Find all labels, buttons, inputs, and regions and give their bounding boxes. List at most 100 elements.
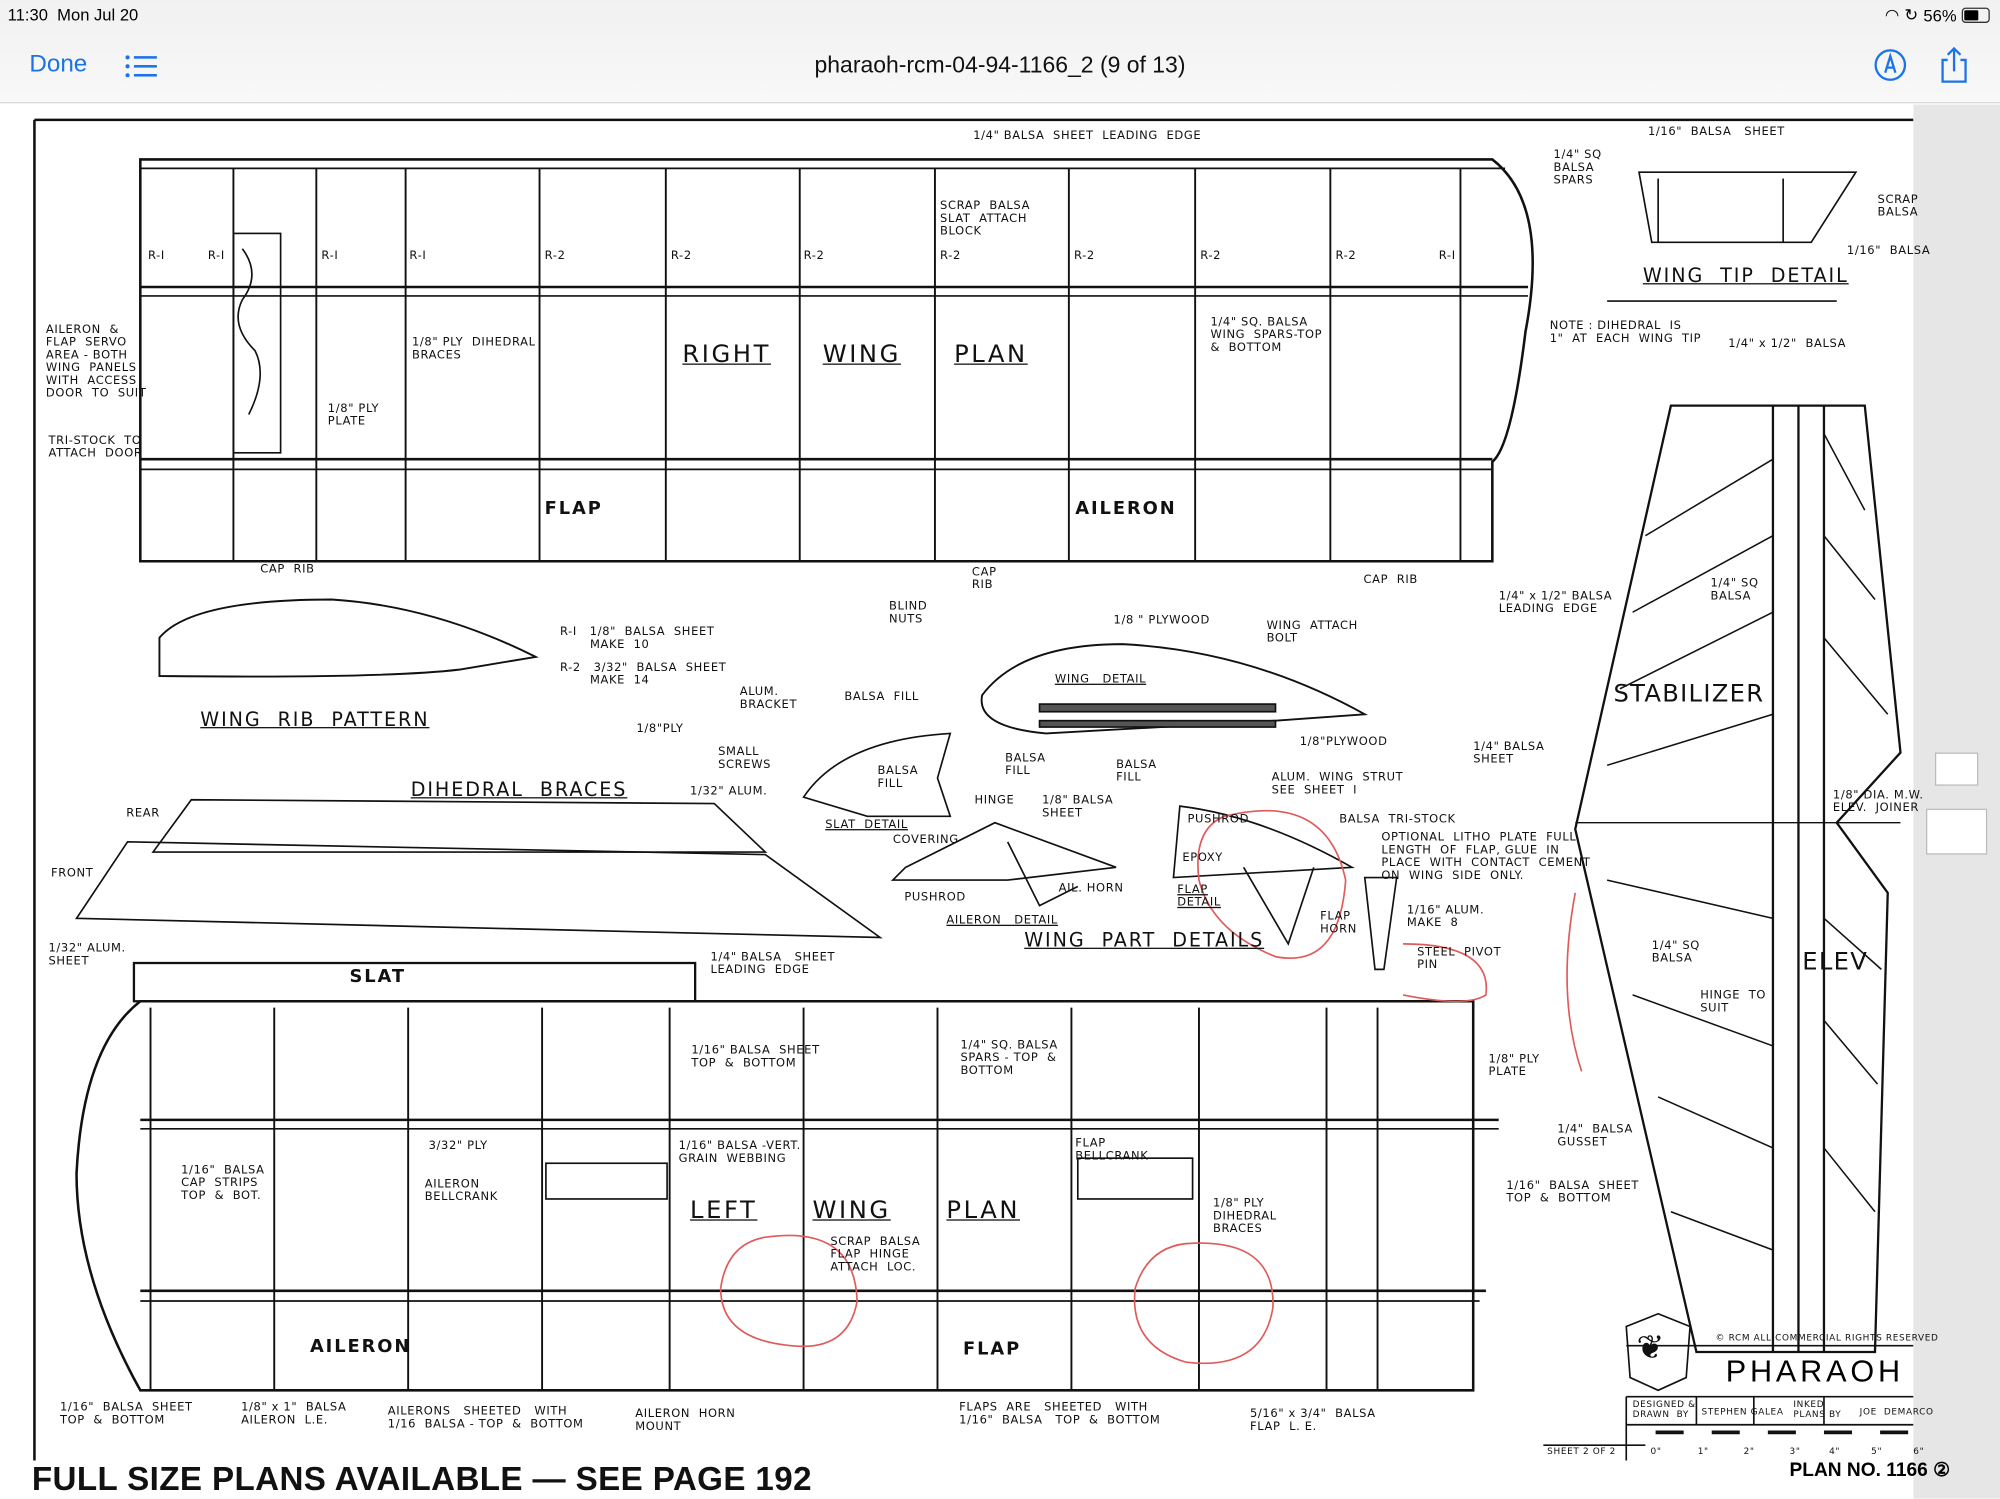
label: CAP RIB <box>971 566 997 592</box>
label: 5/16" x 3/4" BALSA FLAP L. E. <box>1249 1408 1376 1434</box>
label: AILERON DETAIL <box>946 914 1058 928</box>
heading-dihedral-braces: DIHEDRAL BRACES <box>410 778 628 802</box>
copyright-notice: © RCM ALL COMMERCIAL RIGHTS RESERVED <box>1715 1332 1939 1344</box>
label: 1/16" BALSA SHEET TOP & BOTTOM <box>1506 1179 1640 1206</box>
label: 1/32" ALUM. SHEET <box>48 942 126 969</box>
heading-wing-rib-pattern: WING RIB PATTERN <box>200 707 430 731</box>
label: 1/8 " PLYWOOD <box>1113 614 1210 628</box>
label: 1/4" BALSA GUSSET <box>1557 1123 1633 1150</box>
heading-wing-part-details: WING PART DETAILS <box>1024 928 1265 952</box>
label: 1/16" BALSA -VERT. GRAIN WEBBING <box>678 1140 801 1166</box>
label: BLIND NUTS <box>889 600 928 627</box>
label: 1/4" x 1/2" BALSA <box>1728 338 1847 351</box>
label: BALSA FILL <box>844 691 919 705</box>
rib-label: R-2 <box>670 249 692 263</box>
label: SCRAP BALSA SLAT ATTACH BLOCK <box>940 200 1031 239</box>
plans-available-banner: FULL SIZE PLANS AVAILABLE — SEE PAGE 192 <box>31 1459 812 1498</box>
wing-detail <box>980 643 1369 735</box>
label: 1/16" BALSA CAP STRIPS TOP & BOT. <box>181 1164 265 1203</box>
label: TRI-STOCK TO ATTACH DOOR <box>48 434 143 461</box>
label: OPTIONAL LITHO PLATE FULL LENGTH OF FLAP… <box>1381 831 1591 883</box>
label: FLAP HORN <box>1320 910 1357 937</box>
left-wing-plan <box>75 961 1499 1392</box>
label: 1/4" x 1/2" BALSA LEADING EDGE <box>1498 590 1613 617</box>
list-icon[interactable] <box>125 54 158 80</box>
orientation-lock-icon: ↻ <box>1904 5 1919 25</box>
label: 1/4" BALSA SHEET <box>1473 741 1545 767</box>
markup-pen-icon[interactable] <box>1874 48 1907 81</box>
status-date: Mon Jul 20 <box>57 5 139 25</box>
label: SMALL SCREWS <box>718 746 772 772</box>
pdf-page: R-I R-I R-I R-I R-2 R-2 R-2 R-2 R-2 R-2 … <box>0 104 1938 1499</box>
document-title: pharaoh-rcm-04-94-1166_2 (9 of 13) <box>814 52 1186 78</box>
scale-tick: 1" <box>1697 1446 1709 1457</box>
label: FRONT <box>51 867 94 881</box>
inked-label: INKED PLANS BY <box>1793 1399 1842 1420</box>
aileron-detail <box>890 821 1117 881</box>
rib-label: R-I <box>147 249 165 263</box>
label: BALSA FILL <box>1005 752 1046 779</box>
heading-plan: PLAN <box>954 340 1028 369</box>
label: SCRAP BALSA FLAP HINGE ATTACH LOC. <box>830 1235 921 1275</box>
label: 1/16" ALUM. MAKE 8 <box>1406 904 1485 930</box>
label: ALUM. WING STRUT SEE SHEET I <box>1271 771 1404 798</box>
label: 1/8" BALSA SHEET <box>1042 794 1114 821</box>
stabilizer <box>1574 404 1902 1354</box>
heading-aileron: AILERON <box>309 1336 412 1358</box>
heading-plan: PLAN <box>946 1196 1021 1225</box>
page-thumbnail[interactable] <box>1926 808 1988 855</box>
dihedral-braces <box>75 798 883 939</box>
scale-tick: 5" <box>1871 1446 1883 1457</box>
label: 1/16" BALSA <box>1846 244 1931 258</box>
scale-tick: 3" <box>1789 1446 1801 1457</box>
share-icon[interactable] <box>1937 46 1970 84</box>
label: 1/16" BALSA SHEET TOP & BOTTOM <box>59 1401 193 1428</box>
heading-right: RIGHT <box>682 340 771 369</box>
label: HINGE TO SUIT <box>1700 989 1767 1016</box>
wing-rib-pattern <box>158 598 539 678</box>
label: AILERON HORN MOUNT <box>635 1408 736 1434</box>
label: 1/8"PLYWOOD <box>1299 735 1388 749</box>
label: R-I 1/8" BALSA SHEET MAKE 10 <box>559 626 715 652</box>
rib-label: R-2 <box>544 249 566 263</box>
sheet-border <box>34 118 1914 122</box>
label: 1/4" BALSA SHEET LEADING EDGE <box>973 130 1202 143</box>
label: BALSA FILL <box>1116 758 1157 785</box>
wifi-icon: ◠ <box>1884 5 1900 25</box>
rib-label: R-2 <box>940 249 961 263</box>
label: FLAP DETAIL <box>1177 883 1221 910</box>
rib-label: R-2 <box>1200 249 1222 263</box>
label: COVERING <box>892 834 959 847</box>
label: AILERON & FLAP SERVO AREA - BOTH WING PA… <box>45 323 147 401</box>
label: 1/8" PLY DIHEDRAL BRACES <box>1213 1197 1277 1236</box>
inker-name: JOE DEMARCO <box>1859 1406 1934 1418</box>
page-margin <box>1913 104 2000 1499</box>
heading-slat: SLAT <box>349 966 407 988</box>
rib-label: R-I <box>409 249 427 263</box>
heading-wing-tip-detail: WING TIP DETAIL <box>1642 264 1849 287</box>
label: FLAP BELLCRANK <box>1075 1137 1149 1164</box>
scale-tick: 2" <box>1743 1446 1755 1457</box>
label: WING DETAIL <box>1054 673 1147 687</box>
logo-crest-icon: ❦ <box>1636 1329 1665 1368</box>
battery-icon <box>1961 7 1990 23</box>
rib-label: R-I <box>321 249 339 263</box>
label: NOTE : DIHEDRAL IS 1" AT EACH WING TIP <box>1549 320 1702 346</box>
label: 1/8"PLY <box>636 723 684 736</box>
heading-stabilizer: STABILIZER <box>1613 679 1765 708</box>
red-annotations <box>719 809 1583 1365</box>
label: 1/32" ALUM. <box>690 785 768 799</box>
label: ALUM. BRACKET <box>739 686 798 712</box>
page-thumbnail[interactable] <box>1934 752 1979 786</box>
done-button[interactable]: Done <box>29 51 88 78</box>
scale-tick: 0" <box>1650 1446 1662 1457</box>
label: 1/4" SQ BALSA <box>1651 940 1700 966</box>
heading-aileron: AILERON <box>1075 498 1177 520</box>
designer-name: STEPHEN GALEA <box>1701 1406 1784 1418</box>
scale-tick: 4" <box>1829 1446 1841 1457</box>
sheet-number: SHEET 2 OF 2 <box>1547 1446 1616 1457</box>
status-bar: 11:30 Mon Jul 20 ◠ ↻ 56% <box>0 0 2000 31</box>
label: AILERON BELLCRANK <box>424 1178 498 1205</box>
designed-label: DESIGNED & DRAWN BY <box>1632 1399 1696 1420</box>
